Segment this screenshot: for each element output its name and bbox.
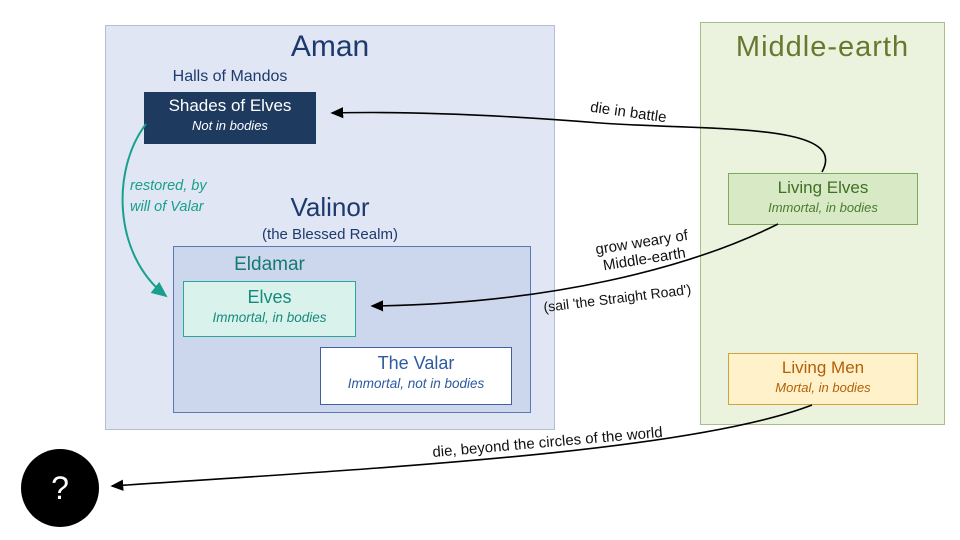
shades-of-elves-subtitle: Not in bodies	[192, 118, 268, 133]
elves-subtitle: Immortal, in bodies	[212, 310, 327, 325]
living-men-subtitle: Mortal, in bodies	[775, 380, 871, 395]
die-in-battle-label: die in battle	[589, 98, 668, 127]
living-elves-box: Living Elves Immortal, in bodies	[728, 173, 918, 225]
middle-earth-region: Middle-earth Living Elves Immortal, in b…	[700, 22, 945, 425]
valar-subtitle: Immortal, not in bodies	[347, 376, 485, 391]
unknown-fate-circle: ?	[21, 449, 99, 527]
elves-box: Elves Immortal, in bodies	[183, 281, 356, 337]
restored-label-line2: will of Valar	[130, 199, 204, 216]
middle-earth-title: Middle-earth	[735, 31, 910, 63]
valinor-title: Valinor	[290, 192, 370, 222]
shades-of-elves-box: Shades of Elves Not in bodies	[144, 92, 316, 144]
shades-of-elves-title: Shades of Elves	[168, 96, 292, 115]
halls-of-mandos-label: Halls of Mandos	[172, 68, 288, 85]
eldamar-title: Eldamar	[234, 254, 305, 275]
question-mark-label: ?	[51, 469, 69, 506]
grow-weary-label: grow weary of Middle-earth	[573, 224, 713, 279]
valar-box: The Valar Immortal, not in bodies	[320, 347, 512, 405]
aman-region-title: Aman	[290, 30, 370, 63]
restored-by-valar-label: restored, by will of Valar	[130, 176, 207, 218]
aman-region: Aman Halls of Mandos Shades of Elves Not…	[105, 25, 555, 430]
valinor-subtitle: (the Blessed Realm)	[262, 226, 398, 243]
straight-road-label: (sail 'the Straight Road')	[542, 281, 692, 315]
eldamar-region: Eldamar Elves Immortal, in bodies The Va…	[173, 246, 531, 413]
living-elves-subtitle: Immortal, in bodies	[768, 200, 878, 215]
valar-title: The Valar	[377, 353, 455, 373]
living-men-box: Living Men Mortal, in bodies	[728, 353, 918, 405]
living-men-title: Living Men	[781, 358, 865, 377]
restored-label-line1: restored, by	[130, 178, 207, 194]
elves-title: Elves	[247, 287, 292, 307]
living-elves-title: Living Elves	[777, 178, 869, 197]
